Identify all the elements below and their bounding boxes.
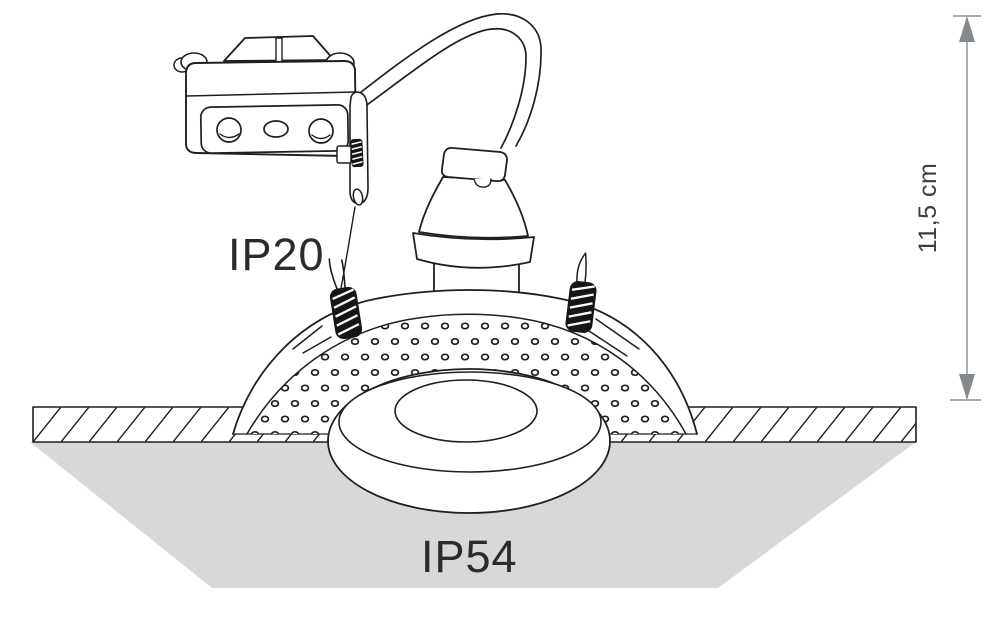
retaining-wire xyxy=(340,206,356,289)
terminal-hole-left-shadow xyxy=(219,133,240,139)
ip20-label: IP20 xyxy=(228,229,325,280)
lamp-holder-bell xyxy=(418,176,529,239)
dimension-label: 11,5 cm xyxy=(914,163,942,254)
strap-mini-spring xyxy=(350,138,364,168)
power-cable xyxy=(355,13,542,149)
mounting-spring-left xyxy=(328,258,363,340)
junction-box-slit xyxy=(275,37,283,63)
height-dimension: 11,5 cm xyxy=(914,15,981,401)
perforated-skirt-edge xyxy=(246,313,687,435)
ip54-label: IP54 xyxy=(421,531,518,582)
junction-box xyxy=(173,35,357,157)
terminal-hole-right-shadow xyxy=(311,134,331,140)
mounting-spring-right xyxy=(565,252,597,333)
trim-ring-inner xyxy=(394,379,538,443)
lamp-holder-cap xyxy=(440,146,508,183)
terminal-hole-right xyxy=(308,118,334,144)
dimension-arrow-down xyxy=(959,374,975,400)
spring-tab-right xyxy=(588,318,640,357)
ceiling-underside xyxy=(30,442,916,588)
terminal-hole-left xyxy=(216,117,242,143)
lamp-holder-ring xyxy=(412,232,535,269)
strap-clamp xyxy=(336,145,352,164)
strap-teardrop xyxy=(352,188,364,206)
lamp-holder-cap-notch xyxy=(473,178,492,188)
dimension-arrow-up xyxy=(959,16,975,42)
spring-tab-left xyxy=(292,325,332,354)
gu10-lamp-holder xyxy=(412,146,535,269)
junction-box-lid-line xyxy=(186,91,356,97)
cable-strap xyxy=(336,91,369,206)
terminal-hole-middle xyxy=(263,120,289,138)
